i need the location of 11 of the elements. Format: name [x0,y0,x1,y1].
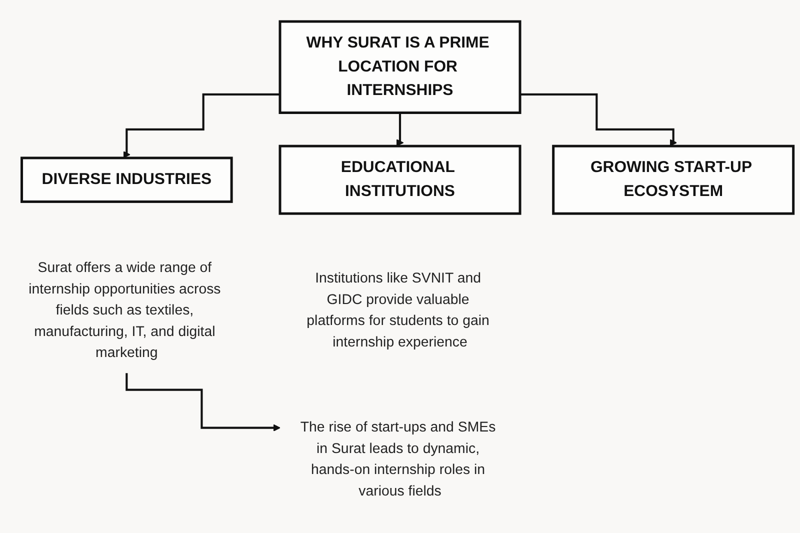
node-box: GROWING START-UP ECOSYSTEM [552,144,795,215]
arrow [520,93,677,146]
arrow [123,93,280,158]
node-box: EDUCATIONAL INSTITUTIONS [278,144,522,215]
node-text: The rise of start-ups and SMEs in Surat leads to dynamic, hands-on internship roles in various fields [300,419,496,499]
node-text: Institutions like SVNIT and GIDC provide valuable platforms for students to gain internship experience [306,270,490,350]
node-box: WHY SURAT IS A PRIME LOCATION FOR INTERNSHIPS [278,20,522,114]
arrow [396,112,404,146]
arrow [126,372,280,432]
node-box: DIVERSE INDUSTRIES [20,156,233,203]
node-text: Surat offers a wide range of internship opportunities across fields such as textiles, manufacturing, IT, and digital marketing [28,259,221,360]
